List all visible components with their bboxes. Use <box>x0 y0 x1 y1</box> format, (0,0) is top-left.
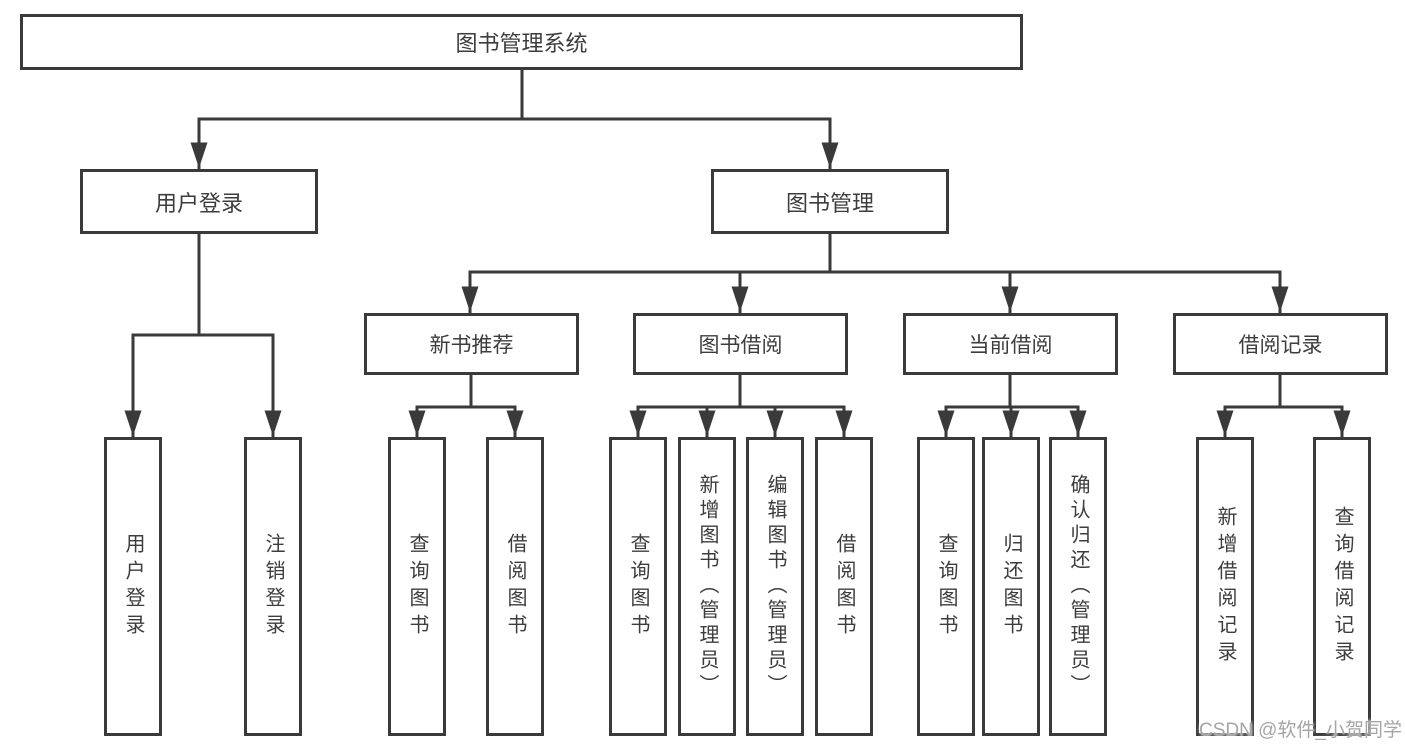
leaf-query-books-3: 查询图书 <box>917 437 975 736</box>
node-label: 借阅图书 <box>833 532 855 641</box>
leaf-borrow-books-1: 借阅图书 <box>486 437 544 736</box>
node-label: 借阅图书 <box>504 532 526 641</box>
node-label: 当前借阅 <box>968 334 1053 357</box>
node-book-management: 图书管理 <box>711 169 949 234</box>
node-user-login: 用户登录 <box>80 169 318 234</box>
node-label: 编辑图书（管理员） <box>764 474 786 699</box>
node-label: 新增借阅记录 <box>1214 505 1236 668</box>
node-label: 查询借阅记录 <box>1331 505 1353 668</box>
node-label: 新书推荐 <box>429 334 514 357</box>
leaf-return-books: 归还图书 <box>982 437 1040 736</box>
node-label: 查询图书 <box>935 532 957 641</box>
node-book-borrowing: 图书借阅 <box>633 313 848 375</box>
node-label: 图书借阅 <box>698 334 783 357</box>
node-label: 图书管理 <box>785 190 874 216</box>
leaf-edit-books-admin: 编辑图书（管理员） <box>746 437 804 736</box>
leaf-query-books-2: 查询图书 <box>609 437 667 736</box>
leaf-query-borrow-record: 查询借阅记录 <box>1313 437 1371 736</box>
node-label: 查询图书 <box>406 532 428 641</box>
node-label: 图书管理系统 <box>455 31 588 56</box>
node-label: 新增图书（管理员） <box>696 474 718 699</box>
leaf-logout: 注销登录 <box>244 437 302 736</box>
node-root-system: 图书管理系统 <box>20 14 1023 70</box>
leaf-add-books-admin: 新增图书（管理员） <box>678 437 736 736</box>
node-label: 归还图书 <box>1000 532 1022 641</box>
node-label: 借阅记录 <box>1238 334 1323 357</box>
node-borrowing-records: 借阅记录 <box>1173 313 1388 375</box>
node-label: 查询图书 <box>627 532 649 641</box>
node-new-book-recommend: 新书推荐 <box>364 313 579 375</box>
node-label: 用户登录 <box>154 190 243 216</box>
leaf-user-login: 用户登录 <box>104 437 162 736</box>
node-current-borrowing: 当前借阅 <box>903 313 1118 375</box>
leaf-query-books-1: 查询图书 <box>388 437 446 736</box>
node-label: 注销登录 <box>262 532 284 641</box>
node-label: 用户登录 <box>122 532 144 641</box>
leaf-confirm-return-admin: 确认归还（管理员） <box>1049 437 1107 736</box>
node-label: 确认归还（管理员） <box>1067 474 1089 699</box>
csdn-watermark: CSDN @软件_小贺同学 <box>1199 720 1402 741</box>
leaf-borrow-books-2: 借阅图书 <box>815 437 873 736</box>
leaf-add-borrow-record: 新增借阅记录 <box>1196 437 1254 736</box>
